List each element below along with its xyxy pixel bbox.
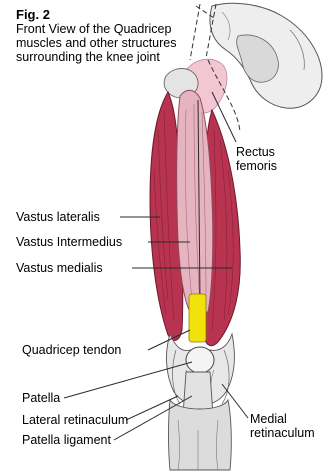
figure-caption: Front View of the Quadricep muscles and …	[16, 22, 181, 64]
label-vastus-lateralis: Vastus lateralis	[16, 210, 100, 224]
label-vastus-medialis: Vastus medialis	[16, 261, 103, 275]
quadricep-tendon-shape	[189, 294, 206, 342]
label-patella: Patella	[22, 391, 60, 405]
figure-number: Fig. 2	[16, 8, 50, 22]
rectus-femoris-muscle	[177, 90, 213, 312]
label-rectus-femoris-line2: femoris	[236, 159, 277, 173]
label-rectus-femoris-line1: Rectus	[236, 145, 275, 159]
label-quadricep-tendon: Quadricep tendon	[22, 343, 121, 357]
label-vastus-intermedius: Vastus Intermedius	[16, 235, 122, 249]
pelvis-bone	[210, 3, 322, 108]
label-medial-retinaculum-line1: Medial	[250, 412, 287, 426]
patella-bone	[186, 347, 214, 373]
label-lateral-retinaculum: Lateral retinaculum	[22, 413, 128, 427]
label-patella-ligament: Patella ligament	[22, 433, 111, 447]
label-medial-retinaculum-line2: retinaculum	[250, 426, 315, 440]
